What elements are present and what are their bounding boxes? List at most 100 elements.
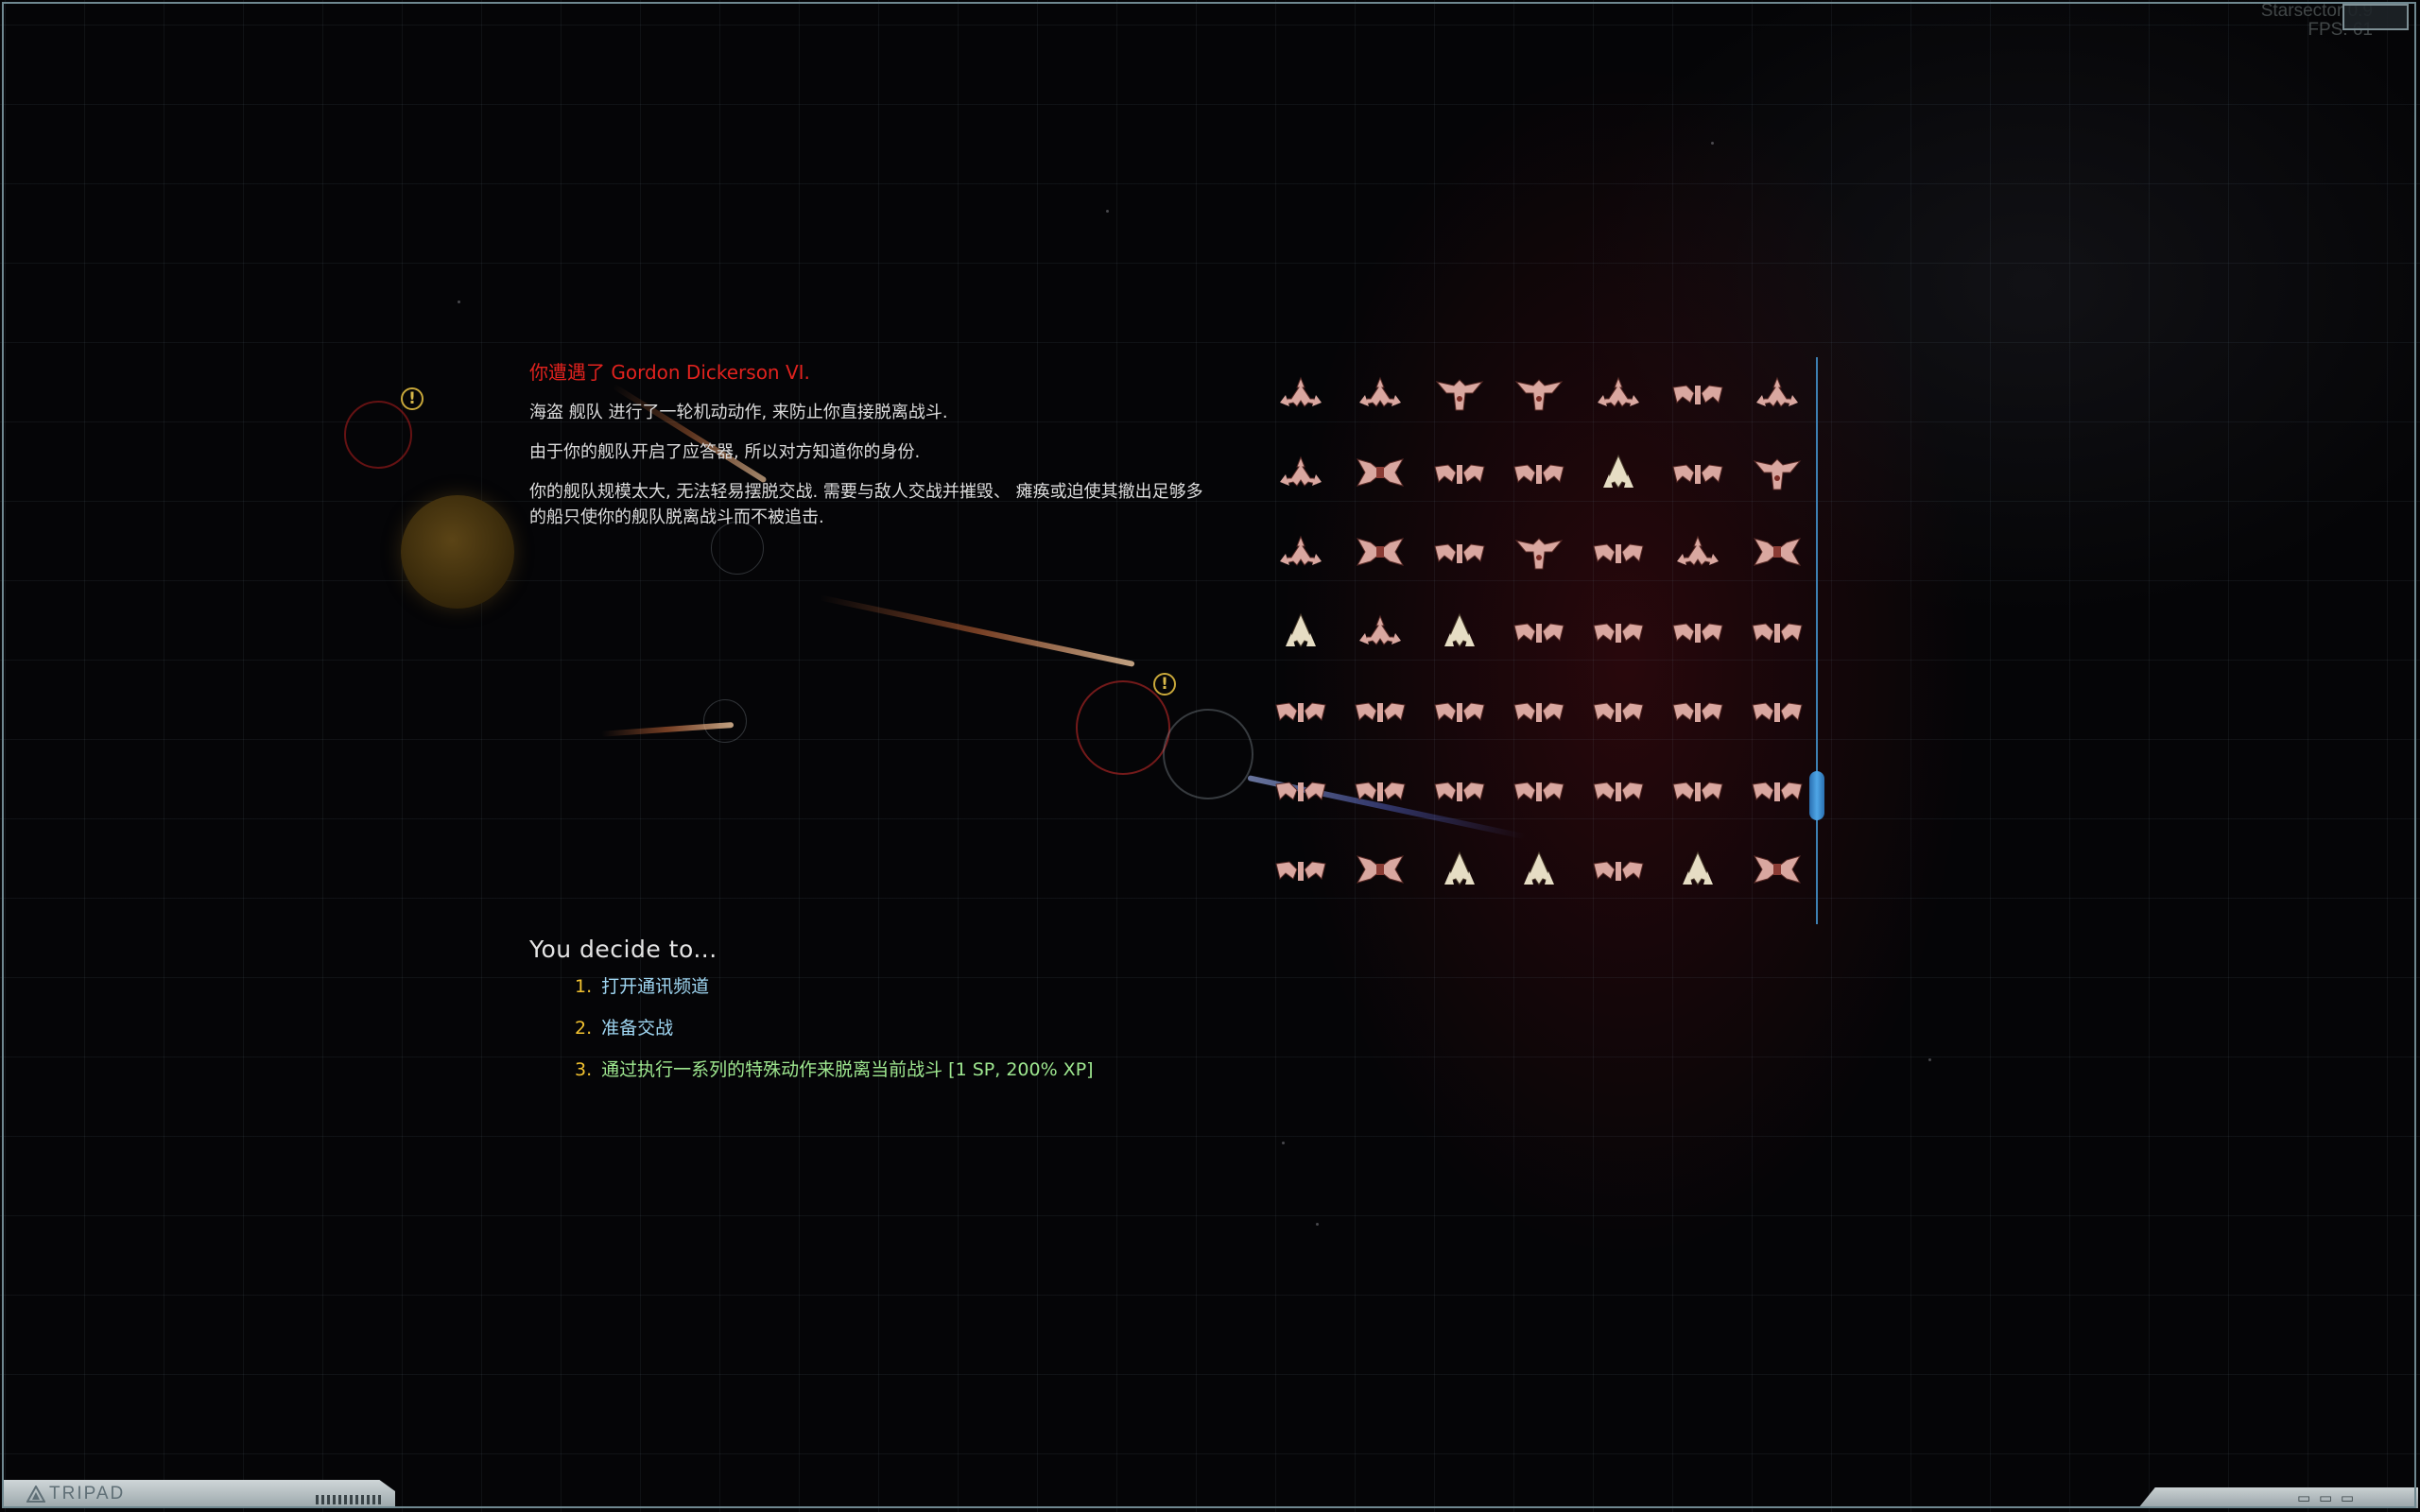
option-label: 打开通讯频道: [601, 976, 710, 997]
wing-ship-icon: [1434, 464, 1485, 484]
fleet-ship-icon[interactable]: [1737, 835, 1817, 915]
fleet-ship-icon[interactable]: [1658, 518, 1737, 597]
fleet-ship-icon[interactable]: [1420, 597, 1499, 677]
fleet-ship-icon[interactable]: [1261, 438, 1340, 518]
dialog-paragraph: 由于你的舰队开启了应答器, 所以对方知道你的身份.: [529, 442, 921, 462]
warning-icon: !: [401, 387, 424, 410]
arrow-ship-icon: [1280, 455, 1322, 487]
fleet-ship-icon[interactable]: [1261, 597, 1340, 677]
star: [458, 301, 460, 303]
wing-ship-icon: [1355, 702, 1406, 722]
planet[interactable]: [401, 495, 514, 609]
arrow-ship-icon: [1756, 376, 1798, 407]
fleet-ship-icon[interactable]: [1261, 835, 1340, 915]
fleet-ship-icon[interactable]: [1579, 835, 1658, 915]
fleet-ship-icon[interactable]: [1261, 756, 1340, 835]
fleet-ship-icon[interactable]: [1658, 438, 1737, 518]
option-emergency-burn[interactable]: 3.通过执行一系列的特殊动作来脱离当前战斗 [1 SP, 200% XP]: [575, 1056, 1094, 1084]
fleet-grid-scrollbar[interactable]: [1816, 357, 1818, 924]
delta-ship-icon: [1286, 612, 1316, 647]
wing-ship-icon: [1672, 385, 1723, 404]
wing-ship-icon: [1593, 623, 1644, 643]
player-fleet-marker[interactable]: [1163, 709, 1253, 799]
cross-ship-icon: [1514, 379, 1564, 411]
fleet-marker-enemy[interactable]: [1076, 680, 1170, 775]
fleet-ship-icon[interactable]: [1579, 518, 1658, 597]
fleet-ship-icon[interactable]: [1420, 756, 1499, 835]
x-ship-icon: [1356, 538, 1405, 566]
fleet-ship-icon[interactable]: [1420, 438, 1499, 518]
wing-ship-icon: [1593, 861, 1644, 881]
cross-ship-icon: [1753, 458, 1802, 490]
wing-ship-icon: [1434, 782, 1485, 801]
fleet-ship-icon[interactable]: [1499, 359, 1579, 438]
fleet-ship-icon[interactable]: [1499, 677, 1579, 756]
corner-menu-button[interactable]: [2342, 4, 2409, 30]
wing-ship-icon: [1513, 623, 1564, 643]
arrow-ship-icon: [1359, 614, 1401, 645]
fleet-ship-icon[interactable]: [1340, 359, 1420, 438]
star: [1106, 210, 1109, 213]
fleet-ship-icon[interactable]: [1579, 756, 1658, 835]
fleet-ship-icon[interactable]: [1499, 835, 1579, 915]
delta-ship-icon: [1683, 850, 1713, 885]
fleet-ship-icon[interactable]: [1340, 438, 1420, 518]
fleet-ship-icon[interactable]: [1579, 438, 1658, 518]
fleet-ship-icon[interactable]: [1340, 677, 1420, 756]
fleet-ship-icon[interactable]: [1340, 597, 1420, 677]
arrow-ship-icon: [1598, 376, 1639, 407]
fleet-ship-icon[interactable]: [1499, 756, 1579, 835]
star: [1316, 1223, 1319, 1226]
encounter-dialog: 你遭遇了 Gordon Dickerson VI. 海盗 舰队 进行了一轮机动动…: [529, 357, 1219, 544]
fleet-ship-icon[interactable]: [1658, 677, 1737, 756]
fleet-ship-icon[interactable]: [1737, 756, 1817, 835]
fleet-ship-icon[interactable]: [1499, 597, 1579, 677]
fleet-ship-icon[interactable]: [1579, 677, 1658, 756]
fleet-ship-icon[interactable]: [1737, 518, 1817, 597]
option-open-comms[interactable]: 1.打开通讯频道: [575, 972, 1094, 1001]
fleet-ship-icon[interactable]: [1261, 518, 1340, 597]
x-ship-icon: [1356, 458, 1405, 487]
fleet-ship-icon[interactable]: [1340, 756, 1420, 835]
wing-ship-icon: [1434, 543, 1485, 563]
fleet-ship-icon[interactable]: [1340, 518, 1420, 597]
fleet-marker-left[interactable]: [344, 401, 412, 469]
arrow-ship-icon: [1359, 376, 1401, 407]
x-ship-icon: [1753, 855, 1802, 884]
fleet-ship-icon[interactable]: [1340, 835, 1420, 915]
enemy-fleet-grid: [1261, 359, 1819, 917]
fleet-ship-icon[interactable]: [1261, 677, 1340, 756]
fleet-ship-icon[interactable]: [1737, 438, 1817, 518]
fleet-ship-icon[interactable]: [1658, 597, 1737, 677]
fleet-ship-icon[interactable]: [1579, 597, 1658, 677]
bottom-right-panel: [2138, 1487, 2418, 1508]
option-prepare-engage[interactable]: 2.准备交战: [575, 1014, 1094, 1042]
wing-ship-icon: [1672, 782, 1723, 801]
fleet-ship-icon[interactable]: [1499, 438, 1579, 518]
fleet-ship-icon[interactable]: [1737, 359, 1817, 438]
fleet-ship-icon[interactable]: [1737, 677, 1817, 756]
fleet-marker-small[interactable]: [703, 699, 747, 743]
wing-ship-icon: [1752, 623, 1803, 643]
arrow-ship-icon: [1677, 535, 1719, 566]
dialog-paragraph: 海盗 舰队 进行了一轮机动动作, 来防止你直接脱离战斗.: [529, 403, 948, 422]
fleet-ship-icon[interactable]: [1579, 359, 1658, 438]
x-ship-icon: [1753, 538, 1802, 566]
fleet-ship-icon[interactable]: [1658, 835, 1737, 915]
fleet-ship-icon[interactable]: [1658, 756, 1737, 835]
fleet-ship-icon[interactable]: [1737, 597, 1817, 677]
fleet-grid-scroll-thumb[interactable]: [1809, 771, 1824, 820]
x-ship-icon: [1356, 855, 1405, 884]
dialog-paragraph: 你的舰队规模太大, 无法轻易摆脱交战. 需要与敌人交战并摧毁、 瘫痪或迫使其撤出…: [529, 482, 1203, 527]
fleet-ship-icon[interactable]: [1658, 359, 1737, 438]
fleet-ship-icon[interactable]: [1420, 677, 1499, 756]
fleet-ship-icon[interactable]: [1261, 359, 1340, 438]
fleet-ship-icon[interactable]: [1420, 835, 1499, 915]
fleet-ship-icon[interactable]: [1420, 359, 1499, 438]
fleet-ship-icon[interactable]: [1499, 518, 1579, 597]
fleet-ship-icon[interactable]: [1420, 518, 1499, 597]
cross-ship-icon: [1514, 538, 1564, 570]
bottom-left-ticks: [316, 1495, 384, 1504]
fleet-marker-small[interactable]: [711, 522, 764, 575]
